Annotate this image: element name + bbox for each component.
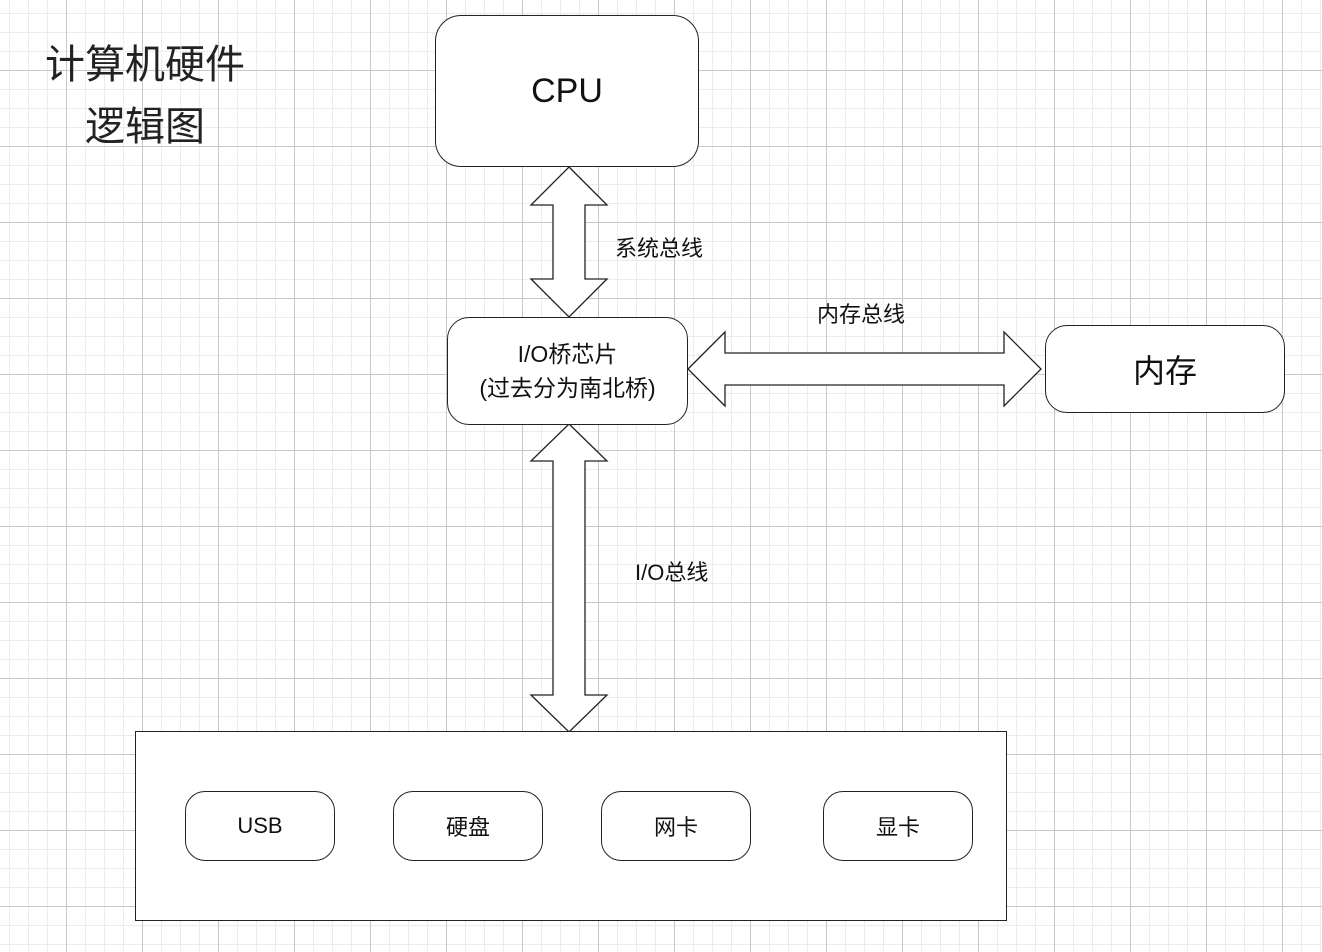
device-graphics-card-label: 显卡: [875, 815, 920, 840]
diagram-title: 计算机硬件 逻辑图: [30, 34, 260, 158]
io-bridge-sublabel: (过去分为南北桥): [479, 375, 656, 401]
system-bus-label: 系统总线: [615, 236, 704, 261]
io-bridge-node: I/O桥芯片 (过去分为南北桥): [447, 317, 688, 425]
device-hard-disk: 硬盘: [393, 791, 543, 861]
system-bus-arrow: [529, 166, 609, 318]
io-bridge-label: I/O桥芯片: [517, 341, 618, 367]
memory-bus-label: 内存总线: [817, 302, 906, 327]
cpu-label: CPU: [531, 71, 603, 110]
device-usb-label: USB: [237, 813, 283, 838]
device-hard-disk-label: 硬盘: [445, 815, 490, 840]
title-line-2: 逻辑图: [85, 105, 205, 149]
device-graphics-card: 显卡: [823, 791, 973, 861]
io-bus-label: I/O总线: [635, 560, 709, 585]
memory-label: 内存: [1132, 353, 1197, 389]
device-network-card-label: 网卡: [653, 815, 698, 840]
memory-bus-arrow: [687, 330, 1042, 408]
device-network-card: 网卡: [601, 791, 751, 861]
title-line-1: 计算机硬件: [45, 43, 245, 87]
device-usb: USB: [185, 791, 335, 861]
cpu-node: CPU: [435, 15, 699, 167]
memory-node: 内存: [1045, 325, 1285, 413]
io-bus-arrow: [529, 423, 609, 733]
